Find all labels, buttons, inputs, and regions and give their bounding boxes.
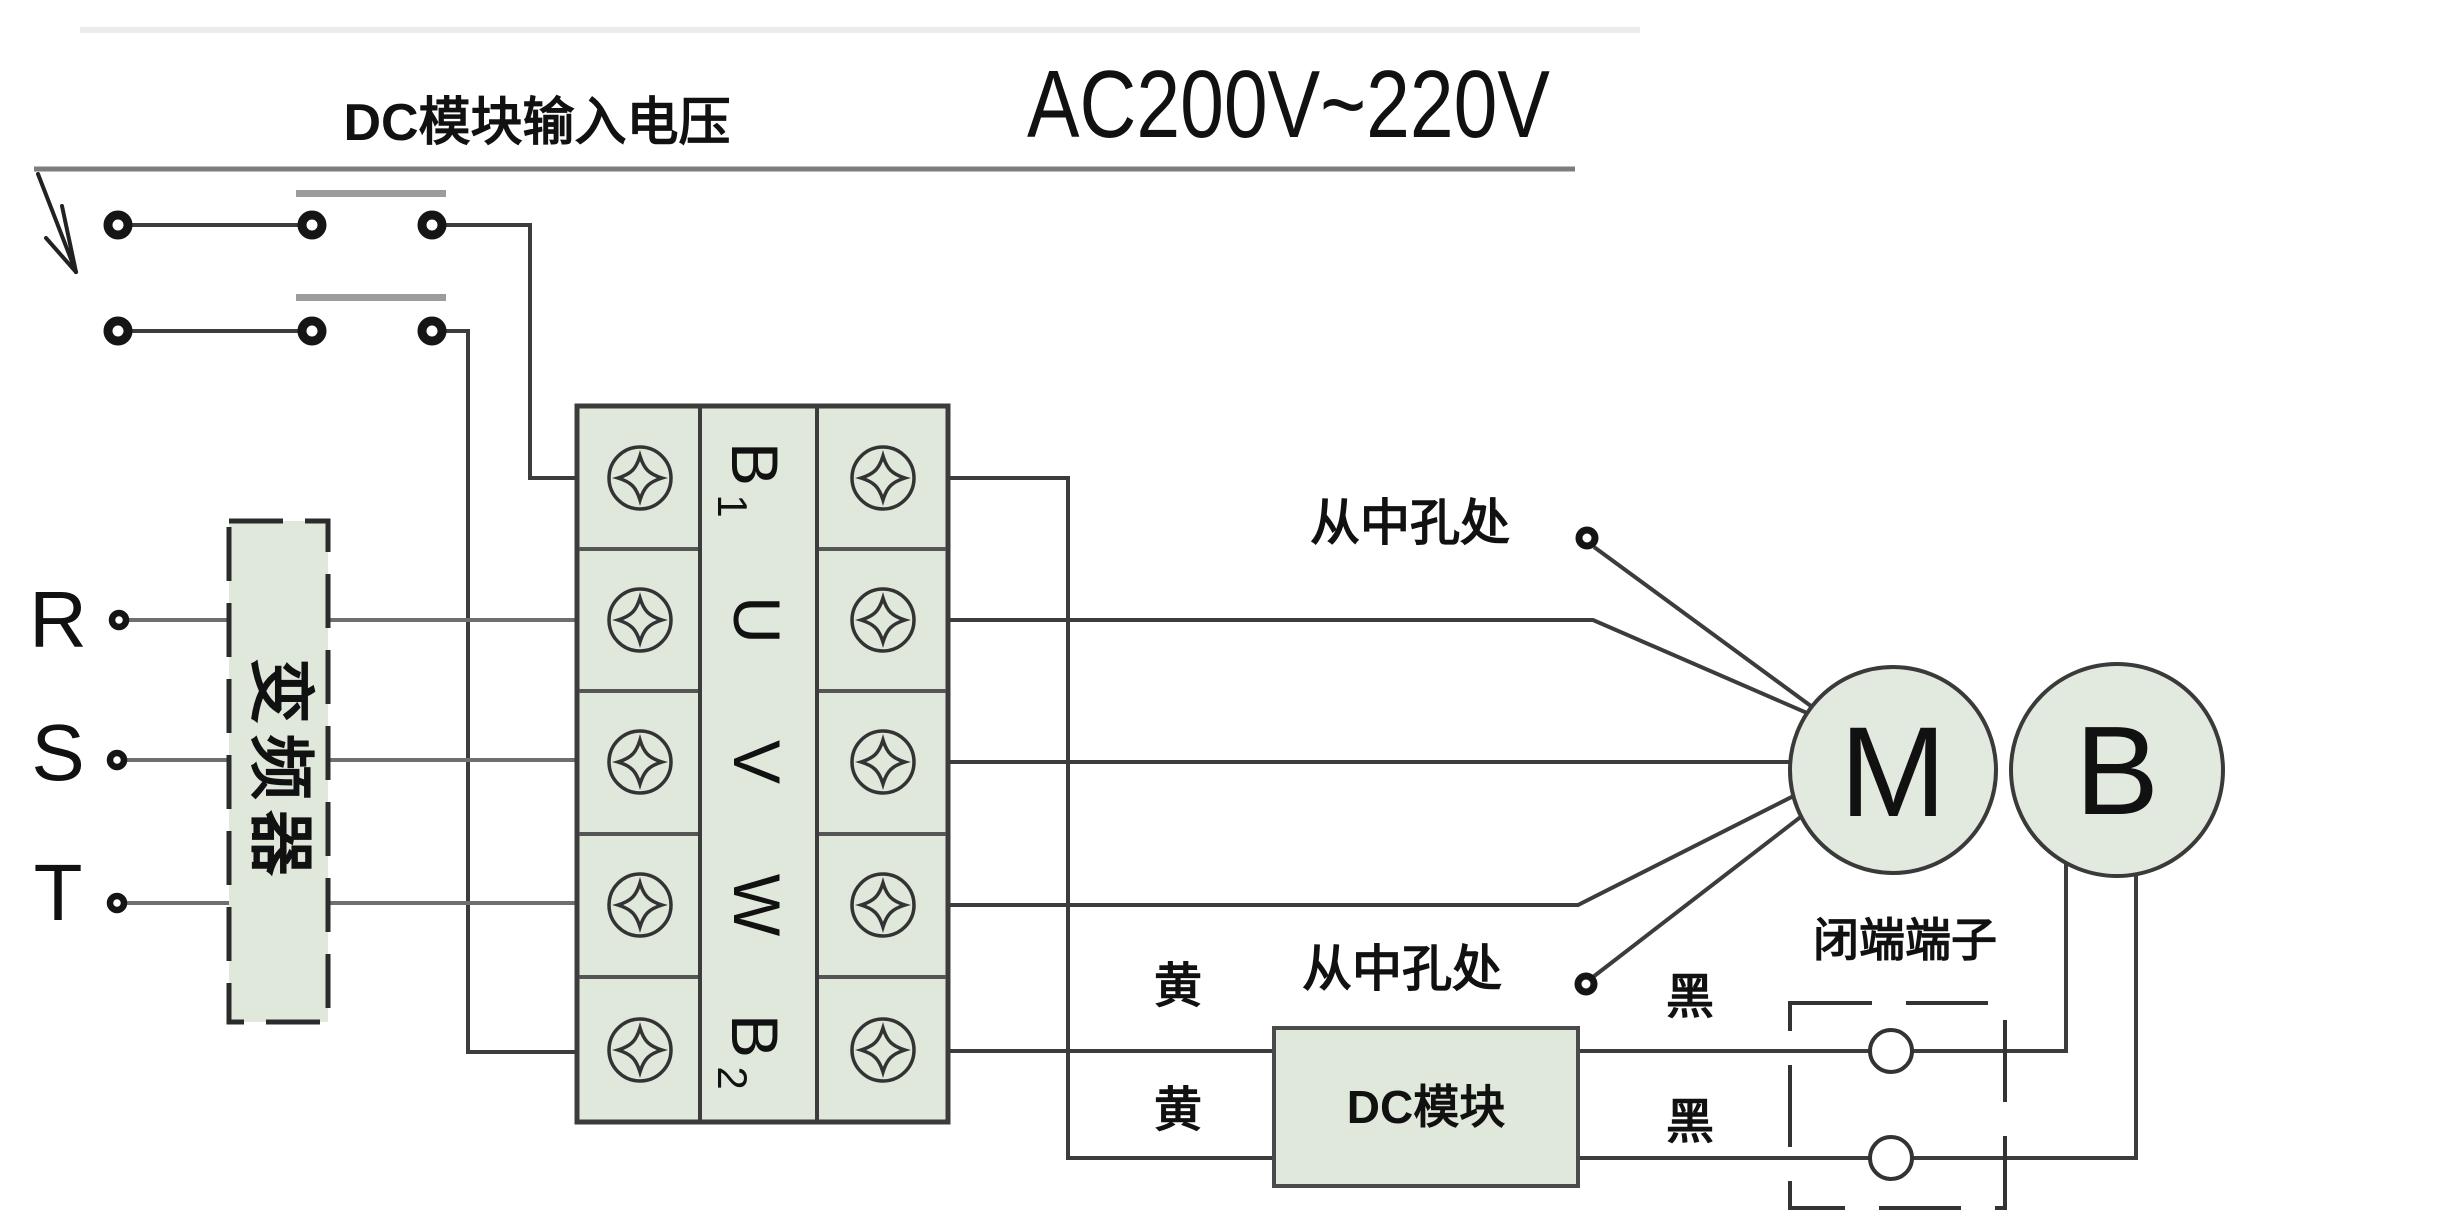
wire-switch-to-b2 [444, 329, 608, 1054]
switch-contact-icon [103, 316, 133, 346]
closed-end-terminal-box [1788, 1001, 2007, 1210]
terminal-label-u: U [720, 596, 794, 644]
screw-terminal-icon [607, 729, 673, 795]
arrow-down-icon [36, 172, 78, 274]
hole-label-bottom: 从中孔处 [1302, 941, 1502, 997]
dc-module-label: DC模块 [1347, 1081, 1505, 1133]
power-switch [103, 190, 608, 1054]
hole-terminal-top-icon [1575, 526, 1599, 550]
phase-r-label: R [29, 575, 87, 664]
phase-s-terminal-icon [106, 749, 128, 771]
screw-terminal-icon [607, 445, 673, 511]
inverter-label: 变频器 [244, 658, 318, 886]
hole-terminal-bottom-icon [1574, 972, 1598, 996]
wire-w-to-motor [916, 763, 1856, 907]
inverter-box: 变频器 [226, 518, 331, 1025]
screw-terminal-icon [850, 587, 916, 653]
wire-switch-to-b1 [444, 223, 608, 480]
wire-black-top-to-brake [1578, 800, 2068, 1053]
terminal-label-b1-sub: 1 [709, 494, 756, 517]
terminal-block: B 1 U V W B 2 [574, 403, 951, 1125]
wire-b1-to-dc-module [916, 476, 1272, 1160]
terminal-label-w: W [720, 874, 794, 937]
switch-blade-bar-top [296, 190, 446, 197]
hole-label-top: 从中孔处 [1310, 495, 1510, 551]
terminal-label-v: V [720, 740, 794, 784]
phase-r-terminal-icon [108, 609, 130, 631]
wire-color-label-yellow-bottom: 黄 [1154, 1084, 1202, 1137]
dc-module-box: DC模块 [1272, 1026, 1580, 1188]
phase-t-terminal-icon [106, 892, 128, 914]
phase-t-label: T [34, 848, 83, 937]
scan-artifact-line [80, 27, 1640, 33]
ac-voltage-label: AC200V~220V [1027, 51, 1550, 158]
brake-label: B [2075, 700, 2159, 841]
screw-terminal-icon [607, 872, 673, 938]
motor-circle [1788, 665, 1998, 875]
switch-contact-icon [297, 210, 327, 240]
wire-color-label-yellow-top: 黄 [1154, 960, 1202, 1013]
screw-terminal-icon [607, 587, 673, 653]
switch-contact-icon [297, 316, 327, 346]
switch-contact-icon [417, 210, 447, 240]
motor-label: M [1840, 701, 1947, 844]
wire-u-to-motor [916, 618, 1861, 738]
screw-terminal-icon [850, 872, 916, 938]
phase-s-label: S [31, 708, 84, 797]
screw-terminal-icon [850, 445, 916, 511]
terminal-label-b1: B [718, 442, 792, 486]
screw-terminal-icon [850, 1017, 916, 1083]
wire-color-label-black-bottom: 黑 [1666, 1096, 1714, 1149]
brake-circle [2009, 662, 2225, 878]
closed-end-label: 闭端端子 [1813, 914, 1997, 966]
screw-terminal-icon [850, 729, 916, 795]
wire-black-bottom-to-brake [1578, 800, 2138, 1160]
wire-color-label-black-top: 黑 [1666, 971, 1714, 1024]
switch-contact-icon [103, 210, 133, 240]
closed-end-terminal-circle [1868, 1135, 1914, 1181]
switch-contact-icon [417, 316, 447, 346]
terminal-label-b2: B [718, 1014, 792, 1058]
dc-input-voltage-label: DC模块输入电压 [343, 94, 730, 152]
switch-blade-bar-bottom [296, 294, 446, 301]
terminal-label-b2-sub: 2 [709, 1066, 756, 1089]
closed-end-terminal-circle [1868, 1028, 1914, 1074]
screw-terminal-icon [607, 1017, 673, 1083]
